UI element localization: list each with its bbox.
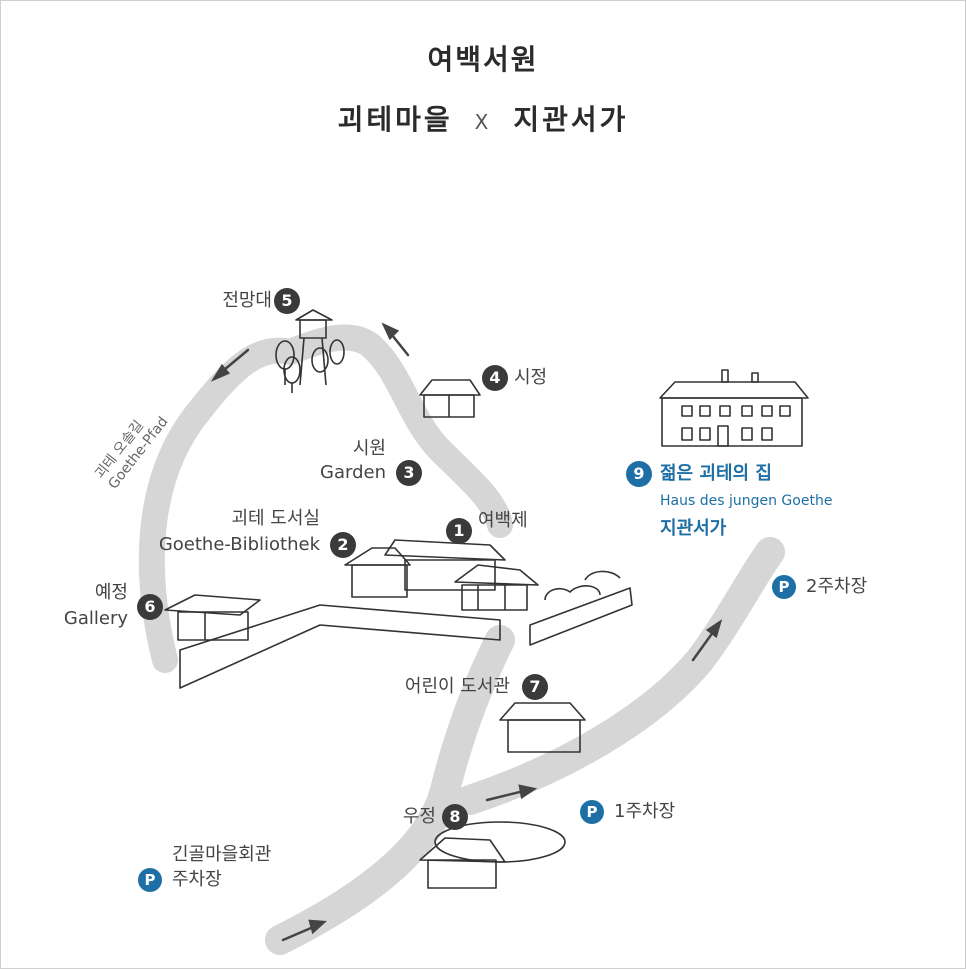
place-9-marker[interactable]: 9 bbox=[626, 461, 652, 487]
arrow-up-icon bbox=[381, 322, 410, 357]
gallery-sketch bbox=[164, 594, 261, 641]
friendship-pavilion-sketch bbox=[419, 821, 566, 889]
walls-sketch bbox=[179, 570, 633, 689]
arrow-up-left-icon bbox=[210, 348, 250, 382]
place-6-name: 예정 bbox=[94, 582, 128, 603]
observatory-sketch bbox=[275, 309, 345, 393]
place-4-name: 시정 bbox=[514, 367, 548, 388]
parking-1-name: 1주차장 bbox=[614, 801, 676, 822]
place-1-name: 여백제 bbox=[478, 510, 528, 531]
title-separator: X bbox=[474, 110, 492, 134]
arrow-right-icon-2 bbox=[281, 919, 328, 942]
parking-2-icon[interactable]: P bbox=[772, 575, 796, 599]
place-6-sub: Gallery bbox=[63, 608, 128, 629]
parking-2-name: 2주차장 bbox=[806, 576, 868, 597]
place-8-marker[interactable]: 8 bbox=[442, 804, 468, 830]
place-9-sub: Haus des jungen Goethe bbox=[660, 493, 833, 509]
title-line-1: 여백서원 bbox=[427, 43, 539, 76]
trail-goethe-path bbox=[138, 337, 303, 673]
place-3-marker[interactable]: 3 bbox=[396, 460, 422, 486]
trail-ridge bbox=[277, 324, 513, 538]
trail-main-road bbox=[265, 625, 515, 955]
place-7-marker[interactable]: 7 bbox=[522, 674, 548, 700]
place-8-name: 우정 bbox=[402, 806, 436, 827]
parking-1-icon[interactable]: P bbox=[580, 800, 604, 824]
arrow-right-icon bbox=[485, 784, 538, 802]
place-4-marker[interactable]: 4 bbox=[482, 365, 508, 391]
parking-village-name2: 주차장 bbox=[172, 869, 222, 890]
main-hanok-sketch bbox=[344, 539, 539, 611]
place-3-name: 시원 bbox=[352, 438, 386, 459]
place-5-marker[interactable]: 5 bbox=[274, 288, 300, 314]
parking-village-name: 긴골마을회관 bbox=[172, 844, 272, 865]
place-6-marker[interactable]: 6 bbox=[137, 594, 163, 620]
place-9-name: 젊은 괴테의 집 bbox=[660, 463, 772, 484]
childrens-library-sketch bbox=[499, 702, 586, 753]
trail-parking-road bbox=[455, 537, 785, 815]
parking-village-icon[interactable]: P bbox=[138, 868, 162, 892]
goethe-house-sketch bbox=[659, 369, 809, 447]
place-5-name: 전망대 bbox=[222, 290, 272, 311]
arrow-up-right-icon bbox=[691, 619, 723, 662]
place-9-sub2: 지관서가 bbox=[660, 518, 727, 539]
title-right: 지관서가 bbox=[513, 103, 629, 136]
place-3-sub: Garden bbox=[320, 462, 386, 483]
title-left: 괴테마을 bbox=[337, 103, 453, 136]
place-7-name: 어린이 도서관 bbox=[404, 676, 510, 697]
place-1-marker[interactable]: 1 bbox=[446, 518, 472, 544]
place-2-sub: Goethe-Bibliothek bbox=[158, 534, 320, 555]
title-line-2: 괴테마을 X 지관서가 bbox=[0, 98, 966, 138]
pavilion-sketch bbox=[419, 379, 481, 418]
place-2-marker[interactable]: 2 bbox=[330, 532, 356, 558]
place-2-name: 괴테 도서실 bbox=[231, 508, 320, 529]
title-block: 여백서원 괴테마을 X 지관서가 bbox=[0, 38, 966, 138]
